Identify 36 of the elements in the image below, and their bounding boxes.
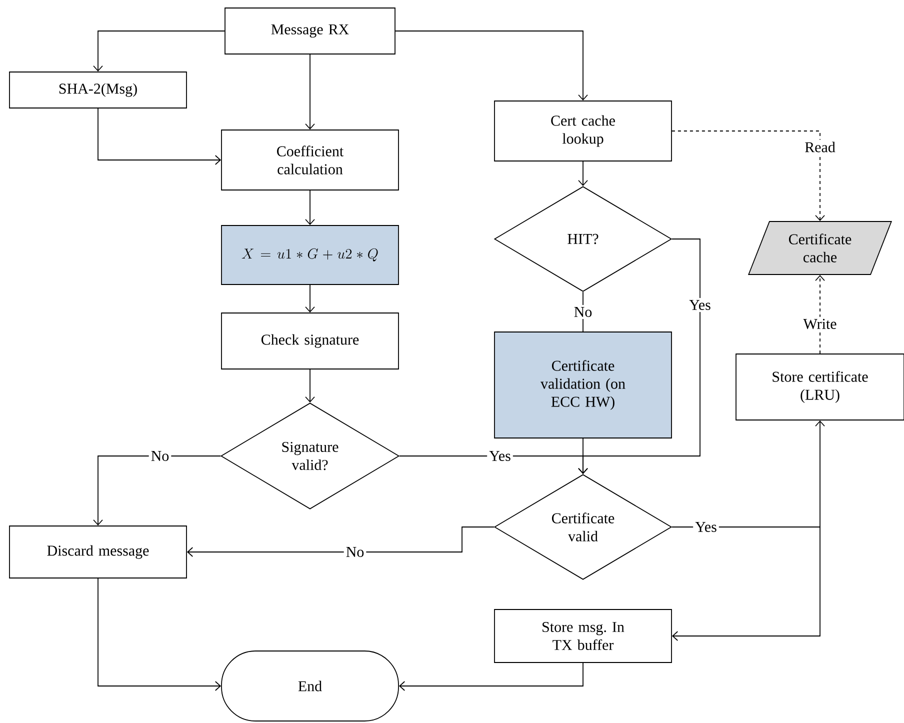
arrow	[578, 438, 588, 474]
process-box: Certificate validation (on ECC HW)	[494, 332, 672, 438]
edge-label: Yes	[687, 298, 713, 312]
arrow	[672, 526, 820, 641]
edge-label: Read	[802, 140, 838, 154]
process-box: Coefficient calculation	[221, 130, 399, 190]
edge-label: Yes	[693, 520, 719, 534]
dashed-arrow	[672, 130, 825, 222]
arrow	[305, 190, 315, 226]
dashed-arrow	[815, 274, 825, 354]
arrow	[98, 108, 222, 165]
arrow	[186, 526, 494, 557]
arrow	[398, 662, 584, 691]
process-box: Cert cache lookup	[494, 100, 672, 162]
edge-label: Write	[801, 316, 839, 332]
edge-label: Yes	[487, 449, 513, 463]
edge-label: No	[572, 305, 594, 319]
terminal-box: End	[221, 650, 399, 722]
line	[582, 292, 584, 332]
arrow	[395, 30, 588, 101]
process-box: Discard message	[9, 526, 187, 578]
arrow	[305, 369, 315, 403]
process-box: Check signature	[221, 312, 399, 370]
process-box: Store certificate (LRU)	[736, 354, 904, 420]
arrow	[93, 456, 221, 526]
arrow	[305, 54, 315, 130]
edge-label: No	[344, 545, 366, 559]
edge-label: No	[148, 449, 172, 463]
process-box: SHA-2(Msg)	[9, 72, 187, 108]
process-box: Store msg. In TX buffer	[494, 609, 672, 663]
arrow	[578, 161, 588, 186]
arrow	[98, 578, 222, 691]
arrow	[93, 30, 225, 72]
process-box: Message RX	[224, 8, 396, 54]
formula-box: $X = u1 * G + u2 * Q$	[221, 225, 399, 285]
arrow	[305, 284, 315, 313]
